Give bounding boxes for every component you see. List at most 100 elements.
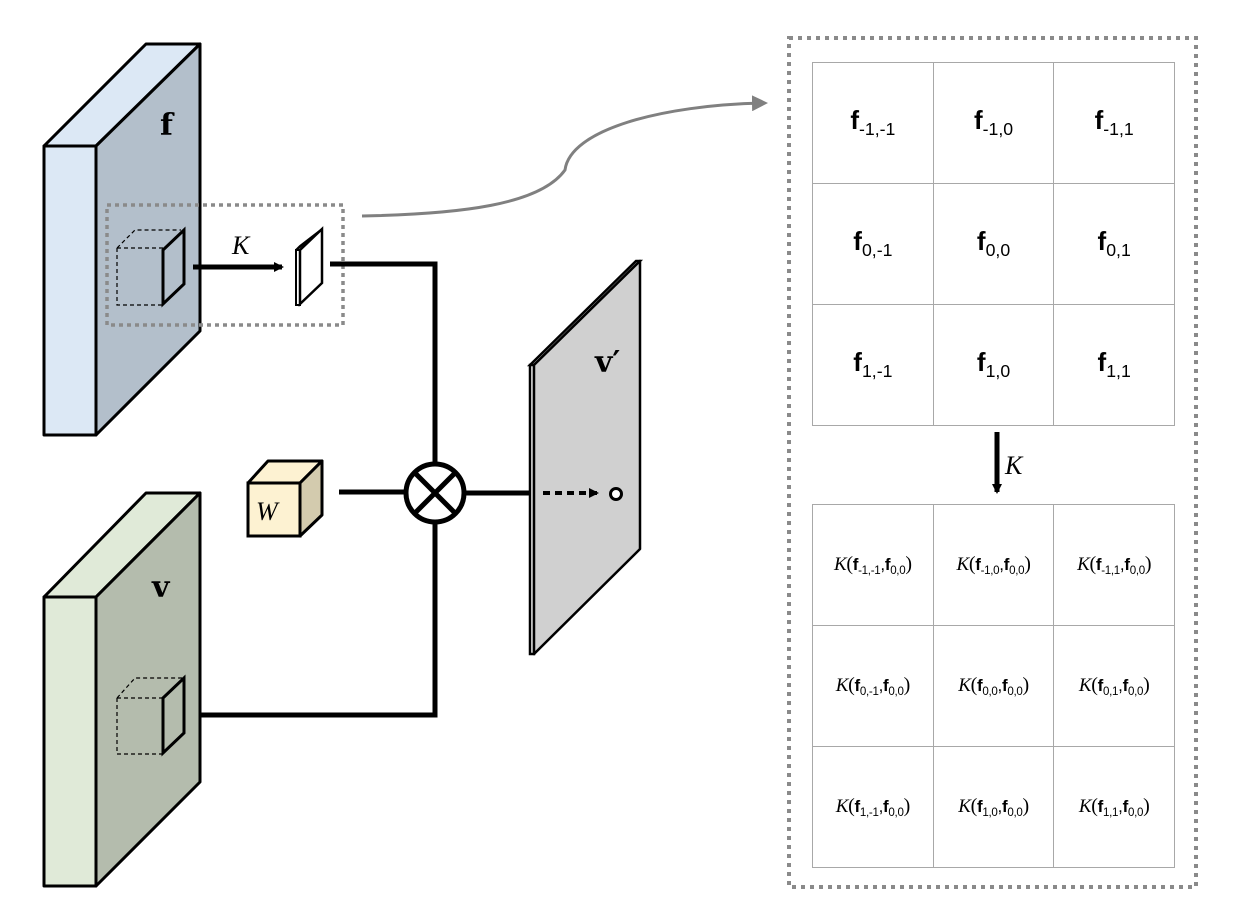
- v-local-patch: [116, 674, 186, 757]
- ref-symbol: f: [1122, 675, 1129, 695]
- kernel-cell: K(f1,1,f0,0): [1053, 746, 1175, 868]
- close-paren: ): [1144, 552, 1152, 575]
- cell-subscript: -1,-1: [859, 119, 896, 140]
- cell-symbol: f: [850, 105, 860, 136]
- kernel-cell: K(f0,-1,f0,0): [812, 625, 934, 747]
- kernel-similarity-grid: K(f-1,-1,f0,0)K(f-1,0,f0,0)K(f-1,1,f0,0)…: [812, 504, 1175, 868]
- comma: ,: [997, 796, 1003, 816]
- neighborhood-cell: f0,-1: [812, 183, 934, 305]
- close-paren: ): [1022, 673, 1029, 696]
- cell-subscript: -1,0: [980, 565, 1000, 578]
- ref-subscript: 0,0: [1007, 807, 1023, 820]
- ref-subscript: 0,0: [1129, 565, 1145, 578]
- cell-symbol: f: [1097, 226, 1107, 257]
- zoom-connector-arrow: [361, 95, 768, 218]
- f-feature-tensor: f: [42, 42, 202, 437]
- cell-symbol: f: [1097, 675, 1104, 695]
- cell-subscript: 0,0: [982, 686, 998, 699]
- kernel-fn-symbol: K: [835, 674, 849, 696]
- comma: ,: [878, 796, 884, 816]
- kernel-grid-row: K(f0,-1,f0,0)K(f0,0,f0,0)K(f0,1,f0,0): [812, 625, 1175, 747]
- cell-subscript: 1,-1: [859, 807, 879, 820]
- kernel-fn-symbol: K: [1077, 553, 1090, 575]
- cell-symbol: f: [976, 226, 986, 257]
- cell-subscript: 1,1: [1102, 807, 1119, 820]
- weight-cube-front: [246, 481, 302, 538]
- v-tensor-face: [94, 491, 202, 888]
- comma: ,: [1118, 675, 1123, 695]
- output-point-icon: [609, 487, 623, 501]
- multiply-operator-icon: [403, 461, 467, 525]
- open-paren: (: [1091, 673, 1098, 696]
- f-tensor-front: [42, 144, 98, 437]
- kernel-cell: K(f-1,-1,f0,0): [812, 504, 934, 626]
- cell-symbol: f: [973, 105, 983, 136]
- ref-symbol: f: [884, 554, 891, 574]
- open-paren: (: [968, 552, 976, 575]
- ref-symbol: f: [1122, 796, 1129, 816]
- ref-subscript: 0,0: [1127, 807, 1144, 820]
- cell-symbol: f: [1095, 554, 1102, 574]
- comma: ,: [999, 554, 1004, 574]
- close-paren: ): [1143, 794, 1150, 817]
- weight-label: W: [256, 497, 280, 526]
- neighborhood-cell: f-1,1: [1053, 62, 1175, 184]
- cell-symbol: f: [1097, 796, 1104, 816]
- kernel-fn-symbol: K: [835, 795, 849, 817]
- cell-symbol: f: [976, 796, 983, 816]
- ref-symbol: f: [1003, 554, 1010, 574]
- kernel-fn-symbol: K: [1078, 795, 1092, 817]
- ref-symbol: f: [1001, 796, 1008, 816]
- cell-subscript: 0,0: [985, 240, 1011, 261]
- cell-symbol: f: [1097, 347, 1107, 378]
- v-to-operator-wire: [193, 522, 438, 718]
- neighborhood-cell: f1,1: [1053, 304, 1175, 426]
- kernel-fn-symbol: K: [956, 553, 969, 575]
- neighborhood-cell: f0,0: [932, 183, 1055, 305]
- ref-symbol: f: [883, 675, 889, 695]
- cell-symbol: f: [854, 675, 861, 695]
- comma: ,: [997, 675, 1003, 695]
- cell-subscript: -1,1: [1101, 565, 1120, 578]
- v-prime-label: v′: [594, 345, 620, 380]
- comma: ,: [878, 675, 884, 695]
- cell-subscript: 0,-1: [861, 240, 893, 261]
- open-paren: (: [848, 673, 855, 696]
- ref-symbol: f: [883, 796, 889, 816]
- v-tensor-front: [42, 595, 98, 888]
- kernel-cell: K(f1,-1,f0,0): [812, 746, 934, 868]
- close-paren: ): [903, 794, 911, 817]
- v-prime-output-plane: v′: [526, 259, 644, 656]
- weight-cube: W: [246, 459, 324, 538]
- neighborhood-cell: f1,0: [932, 304, 1055, 426]
- close-paren: ): [1024, 552, 1031, 575]
- f-local-patch: [116, 226, 186, 308]
- kernel-cell: K(f0,1,f0,0): [1053, 625, 1175, 747]
- cell-subscript: 1,0: [982, 807, 998, 820]
- kernel-fn-symbol: K: [1078, 674, 1092, 696]
- neighborhood-cell: f0,1: [1053, 183, 1175, 305]
- v-value-tensor: v: [42, 491, 202, 888]
- f-tensor-label: f: [160, 108, 175, 143]
- cell-symbol: f: [854, 796, 861, 816]
- cell-symbol: f: [1094, 105, 1104, 136]
- cell-symbol: f: [976, 675, 983, 695]
- cell-symbol: f: [853, 226, 862, 257]
- kernel-to-operator-wire: [330, 261, 438, 470]
- kernel-fn-symbol: K: [958, 674, 971, 696]
- close-paren: ): [1022, 794, 1029, 817]
- cell-subscript: 0,1: [1102, 686, 1119, 699]
- cell-symbol: f: [852, 554, 859, 574]
- cell-subscript: 0,1: [1106, 240, 1131, 261]
- kernel-grid-row: K(f-1,-1,f0,0)K(f-1,0,f0,0)K(f-1,1,f0,0): [812, 504, 1175, 626]
- cell-symbol: f: [853, 347, 862, 378]
- neighborhood-panel-frame: [787, 36, 1198, 889]
- cell-subscript: -1,0: [982, 119, 1014, 140]
- comma: ,: [1119, 554, 1125, 574]
- kernel-cell: K(f-1,0,f0,0): [932, 504, 1055, 626]
